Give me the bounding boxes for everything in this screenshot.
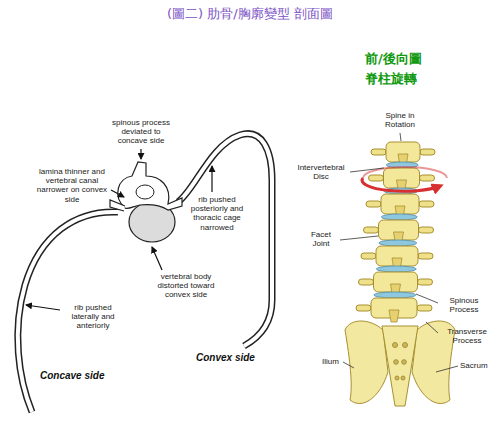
transverse-process [356, 305, 371, 311]
transverse-process [419, 201, 434, 207]
annotation-label: spinous process deviated to concave side [106, 118, 176, 146]
transverse-process [359, 279, 374, 285]
annotation-label: Spinous Process [439, 296, 489, 314]
annotation-label: Ilium [322, 357, 339, 366]
annotation-label: Facet Joint [303, 230, 339, 248]
leader-lines [340, 133, 458, 372]
intervertebral-disc [381, 214, 417, 220]
transverse-process [361, 253, 376, 259]
side-label: Concave side [40, 370, 104, 382]
transverse-process [420, 175, 435, 181]
annotation-label: Intervertebral Disc [293, 163, 349, 181]
annotation-label: Transverse Process [439, 327, 495, 345]
view-heading: 前/後向圖 [365, 52, 422, 67]
rib-cross-section [18, 134, 272, 412]
transverse-process [419, 227, 434, 233]
transverse-process [369, 175, 384, 181]
transverse-process [418, 279, 433, 285]
view-heading: 脊柱旋轉 [365, 72, 417, 87]
transverse-process [364, 227, 379, 233]
intervertebral-disc [376, 266, 416, 272]
annotation-label: rib pushed laterally and anteriorly [62, 303, 124, 331]
annotation-label: lamina thinner and vertebral canal narro… [34, 167, 110, 204]
transverse-process [371, 149, 386, 155]
annotation-label: Spine in Rotation [372, 111, 428, 129]
annotation-label: vertebral body distorted toward convex s… [150, 272, 222, 300]
transverse-process [417, 305, 432, 311]
diagram-title: (圖二) 肋骨/胸廓變型 剖面圖 [167, 7, 333, 22]
spinous-process [389, 310, 399, 322]
annotation-label: Sacrum [460, 361, 488, 370]
transverse-process [418, 253, 433, 259]
side-label: Convex side [196, 352, 255, 364]
rotation-arrow [362, 167, 447, 191]
transverse-process [366, 201, 381, 207]
annotation-label: rib pushed posteriorly and thoracic cage… [186, 195, 248, 232]
intervertebral-disc [374, 292, 416, 298]
intervertebral-disc [379, 240, 417, 246]
transverse-process [420, 149, 435, 155]
pelvis [345, 321, 455, 406]
